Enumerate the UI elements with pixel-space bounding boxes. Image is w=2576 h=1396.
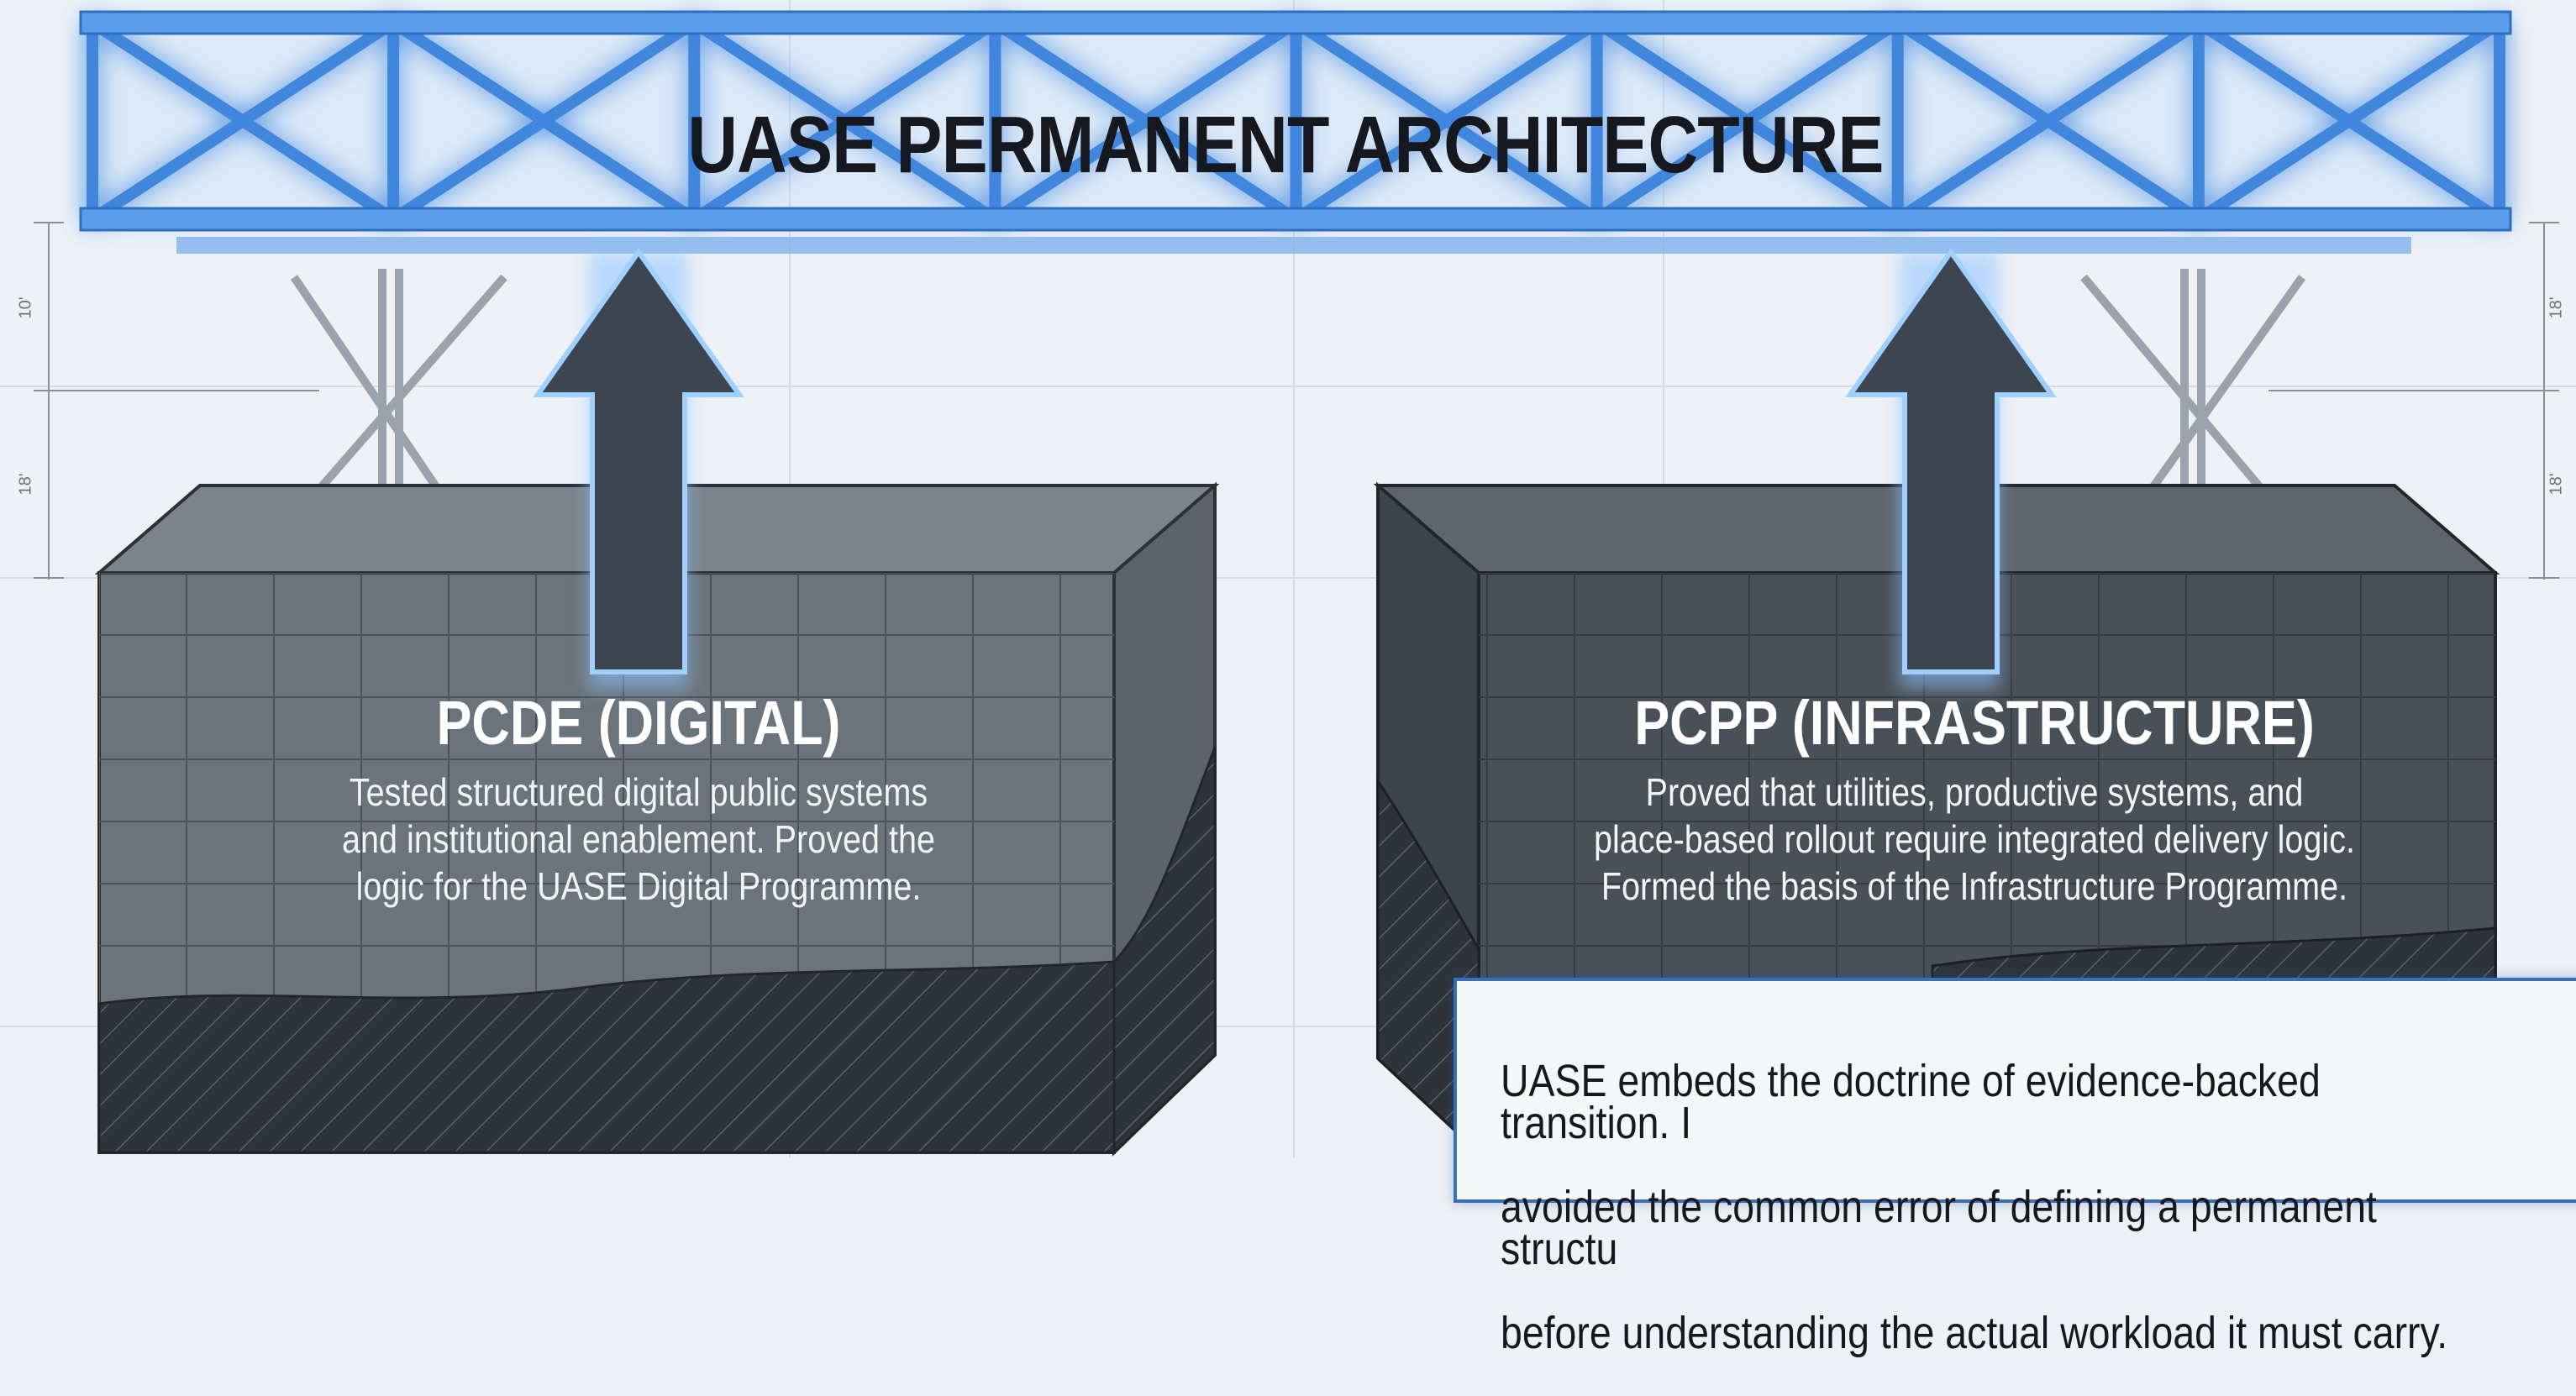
dimension-label-right-lower: 18' (2547, 473, 2566, 496)
dimension-label-left-lower: 18' (16, 473, 35, 496)
pcpp-description-line: Formed the basis of the Infrastructure P… (1601, 864, 2348, 908)
pcde-description-line: and institutional enablement. Proved the (342, 817, 935, 861)
pcpp-title: PCPP (INFRASTRUCTURE) (1634, 688, 2315, 758)
pcpp-description: Proved that utilities, productive system… (1519, 769, 2430, 910)
note-line: UASE embeds the doctrine of evidence-bac… (1501, 1056, 2321, 1148)
bridge-truss (76, 8, 2512, 254)
bridge-title: UASE PERMANENT ARCHITECTURE (687, 100, 1884, 190)
left-up-arrow-icon (533, 247, 744, 689)
pcde-description-line: Tested structured digital public systems (349, 770, 928, 814)
doctrine-note-text: UASE embeds the doctrine of evidence-bac… (1501, 1018, 2454, 1396)
note-line: before understanding the actual workload… (1501, 1308, 2448, 1358)
truss-diagonal (691, 18, 999, 224)
note-line: avoided the common error of defining a p… (1501, 1182, 2377, 1274)
right-up-arrow-icon (1845, 247, 2057, 689)
truss-diagonal (89, 18, 397, 224)
truss-diagonal (390, 18, 698, 224)
truss-diagonal (1292, 18, 1601, 224)
truss-diagonal (991, 18, 1300, 224)
pcde-description: Tested structured digital public systems… (249, 769, 1029, 910)
pcde-description-line: logic for the UASE Digital Programme. (355, 864, 922, 908)
pcde-title: PCDE (DIGITAL) (436, 688, 841, 758)
dimension-label-left-upper: 10' (16, 297, 35, 319)
truss-diagonal (2195, 18, 2503, 224)
dimension-markers (34, 222, 2559, 580)
pcpp-description-line: place-based rollout require integrated d… (1593, 817, 2356, 861)
dimension-label-right-upper: 18' (2547, 297, 2566, 319)
doctrine-note-box: UASE embeds the doctrine of evidence-bac… (1454, 978, 2576, 1356)
truss-diagonal (1894, 18, 2202, 224)
pcpp-description-line: Proved that utilities, productive system… (1645, 770, 2304, 814)
truss-diagonal (1593, 18, 1901, 224)
